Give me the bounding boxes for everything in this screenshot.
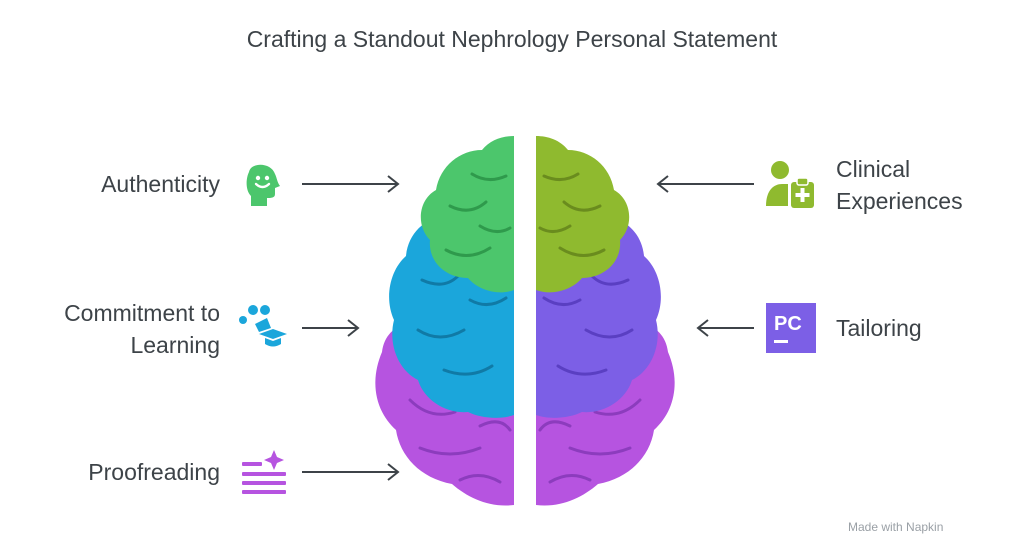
label-authenticity: Authenticity [101, 171, 220, 197]
clinician-clipboard-icon [766, 161, 814, 208]
label-commitment-line1: Commitment to [64, 300, 220, 326]
arrow-clinical [656, 175, 754, 193]
brain-diagram [375, 136, 675, 506]
brain-right-olive-lobe [536, 136, 630, 293]
page-title: Crafting a Standout Nephrology Personal … [246, 26, 778, 52]
brain-left-green-lobe [420, 136, 514, 293]
smiling-head-icon [246, 164, 280, 206]
label-clinical-line1: Clinical [836, 156, 911, 182]
sparkle-lines-icon [242, 450, 286, 494]
arrow-commitment [302, 319, 360, 337]
label-commitment: Commitment to Learning [20, 297, 220, 361]
pc-badge-text: PC [774, 313, 802, 335]
arrow-authenticity [302, 175, 400, 193]
learning-cap-icon [239, 305, 287, 347]
label-tailoring: Tailoring [836, 315, 922, 341]
arrow-proofreading [302, 463, 400, 481]
label-clinical-line2: Experiences [836, 188, 963, 214]
label-clinical: Clinical Experiences [836, 153, 1016, 217]
arrow-tailoring [696, 319, 754, 337]
label-commitment-line2: Learning [130, 332, 220, 358]
footer-credit: Made with Napkin [848, 520, 944, 534]
pc-badge-icon: PC [766, 303, 816, 353]
label-proofreading: Proofreading [88, 459, 220, 485]
